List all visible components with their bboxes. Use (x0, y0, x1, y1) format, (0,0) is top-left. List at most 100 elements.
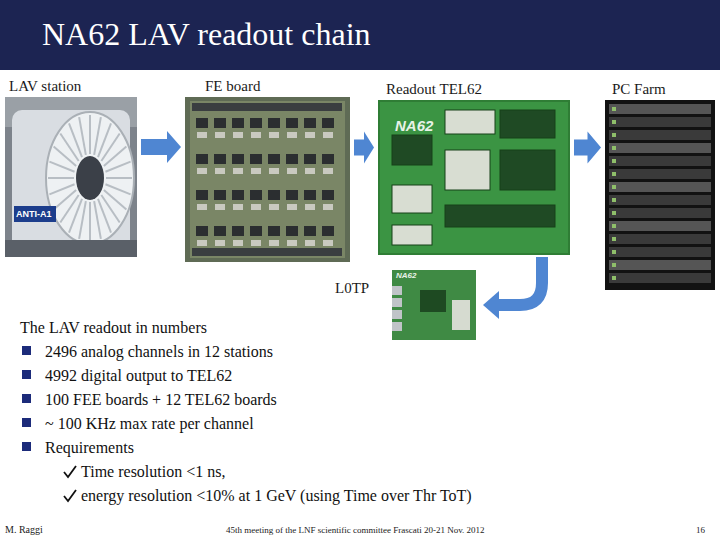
photo-detail (304, 118, 316, 128)
photo-detail (609, 208, 711, 218)
photo-detail (250, 226, 262, 236)
photo-detail (392, 298, 402, 307)
photo-detail (612, 263, 616, 267)
photo-detail (232, 226, 244, 236)
photo-detail (233, 240, 243, 246)
photo-detail (609, 195, 711, 205)
photo-node: Readout TEL62 (378, 78, 570, 255)
photo-node: LAV station (5, 75, 137, 257)
photo-detail (251, 204, 261, 210)
block-arrow (141, 131, 181, 163)
photo-detail (49, 162, 74, 172)
photo-detail (192, 248, 342, 256)
bullet-squares (22, 346, 31, 451)
photo-detail (322, 190, 334, 200)
photo-detail (196, 154, 208, 164)
photo-detail (304, 190, 316, 200)
photo-detail (612, 224, 616, 228)
photo-detail (269, 132, 279, 138)
photo-detail (269, 168, 279, 174)
photo-detail (104, 147, 127, 167)
photo-detail (305, 168, 315, 174)
photo-detail (609, 234, 711, 244)
photo-detail (79, 117, 86, 155)
photo-detail (268, 190, 280, 200)
arrow-head (483, 291, 499, 319)
photo-detail (232, 190, 244, 200)
photo-detail (196, 190, 208, 200)
photo-text: ANTI-A1 (16, 208, 52, 220)
photo-detail (420, 290, 446, 312)
node-label: FE board (185, 75, 350, 97)
photo-detail (105, 162, 130, 172)
photo-detail (232, 118, 244, 128)
fe-board-photo (185, 97, 350, 262)
photo-detail (197, 132, 207, 138)
photo-detail (612, 250, 616, 254)
photo-detail (268, 118, 280, 128)
photo-detail (233, 204, 243, 210)
photo-detail (286, 118, 298, 128)
photo-detail (54, 190, 77, 210)
photo-detail (612, 276, 616, 280)
photo-detail (445, 110, 495, 134)
photo-detail (392, 185, 432, 213)
photo-detail (215, 132, 225, 138)
l0tp-board-photo (387, 265, 479, 345)
photo-detail (287, 240, 297, 246)
photo-detail (214, 118, 226, 128)
curved-arrow (483, 257, 542, 319)
photo-detail (323, 240, 333, 246)
photo-detail (251, 240, 261, 246)
photo-detail (250, 154, 262, 164)
photo-detail (54, 147, 77, 167)
photo-detail (305, 204, 315, 210)
photo-detail (322, 118, 334, 128)
photo-detail (612, 159, 616, 163)
check-marks (64, 466, 76, 501)
photo-detail (322, 226, 334, 236)
photo-detail (60, 133, 78, 161)
photo-detail (105, 184, 130, 194)
photo-detail (215, 240, 225, 246)
photo-detail (48, 177, 74, 179)
photo-detail (69, 123, 82, 157)
photo-detail (304, 226, 316, 236)
photo-detail (214, 154, 226, 164)
photo-detail (323, 168, 333, 174)
photo-detail (101, 195, 119, 223)
bullet-text: 4992 digital output to TEL62 (45, 366, 232, 386)
photo-detail (612, 185, 616, 189)
photo-node: FE board (185, 75, 350, 262)
photo-detail (612, 198, 616, 202)
tel62-board-photo (378, 100, 570, 255)
photo-detail (287, 168, 297, 174)
photo-detail (94, 201, 101, 239)
section-heading: The LAV readout in numbers (20, 318, 207, 338)
photo-detail (196, 226, 208, 236)
photo-detail (286, 190, 298, 200)
photo-detail (287, 132, 297, 138)
photo-text: NA62 (396, 271, 416, 280)
node-label: L0TP (335, 277, 369, 299)
photo-detail (101, 133, 119, 161)
photo-detail (609, 273, 711, 283)
photo-detail (609, 156, 711, 166)
photo-detail (612, 146, 616, 150)
photo-detail (251, 168, 261, 174)
photo-detail (609, 143, 711, 153)
photo-detail (612, 120, 616, 124)
photo-detail (612, 133, 616, 137)
photo-detail (609, 182, 711, 192)
photo-node: PC Farm (605, 78, 715, 290)
photo-detail (197, 168, 207, 174)
bullet-text: 2496 analog channels in 12 stations (45, 342, 273, 362)
photo-detail (286, 226, 298, 236)
photo-detail (104, 190, 127, 210)
pc-farm-photo (605, 100, 715, 290)
photo-detail (196, 118, 208, 128)
photo-detail (392, 286, 402, 295)
photo-detail (232, 154, 244, 164)
photo-detail (445, 205, 555, 227)
photo-detail (609, 104, 711, 114)
